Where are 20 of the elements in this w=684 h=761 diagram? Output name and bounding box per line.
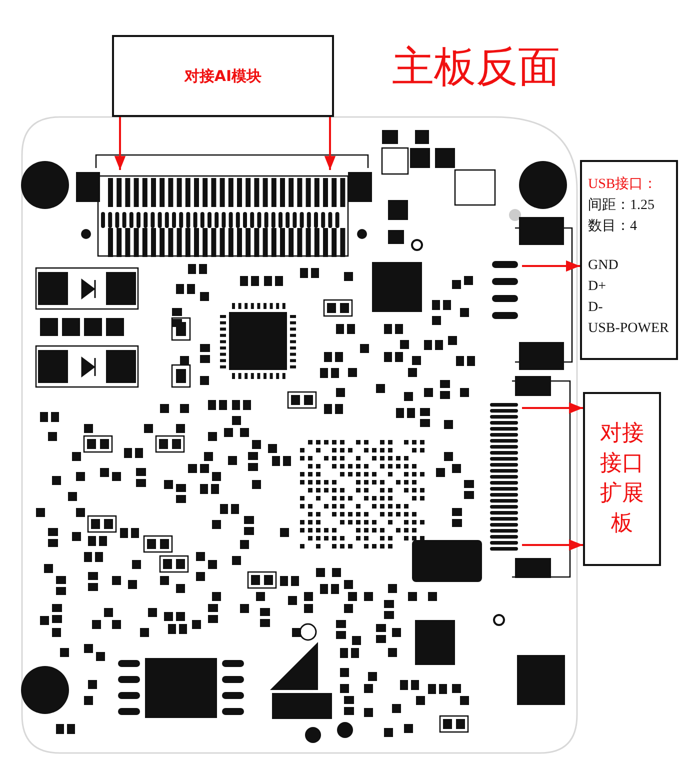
board-connector	[76, 170, 372, 258]
title: 主板反面	[392, 46, 560, 88]
arrow	[324, 117, 336, 170]
expansion-box	[583, 392, 661, 566]
box-text: D-	[588, 299, 603, 317]
module-box	[112, 35, 334, 117]
fpc-connector	[490, 402, 518, 550]
box-text: GND	[588, 257, 618, 275]
box-text: USB-POWER	[588, 320, 669, 338]
arrow	[522, 260, 580, 272]
arrow	[522, 539, 583, 551]
arrow	[114, 117, 126, 170]
box-text: 对接接口扩展板	[599, 420, 645, 538]
box-text: 间距：1.25	[588, 196, 654, 215]
box-text: USB接口：	[588, 175, 658, 194]
box-text: 数目：4	[588, 218, 637, 236]
arrow	[522, 402, 583, 414]
pin-info-box	[580, 160, 678, 360]
box-text: D+	[588, 278, 606, 296]
box-text: 对接AI模块	[184, 66, 262, 86]
